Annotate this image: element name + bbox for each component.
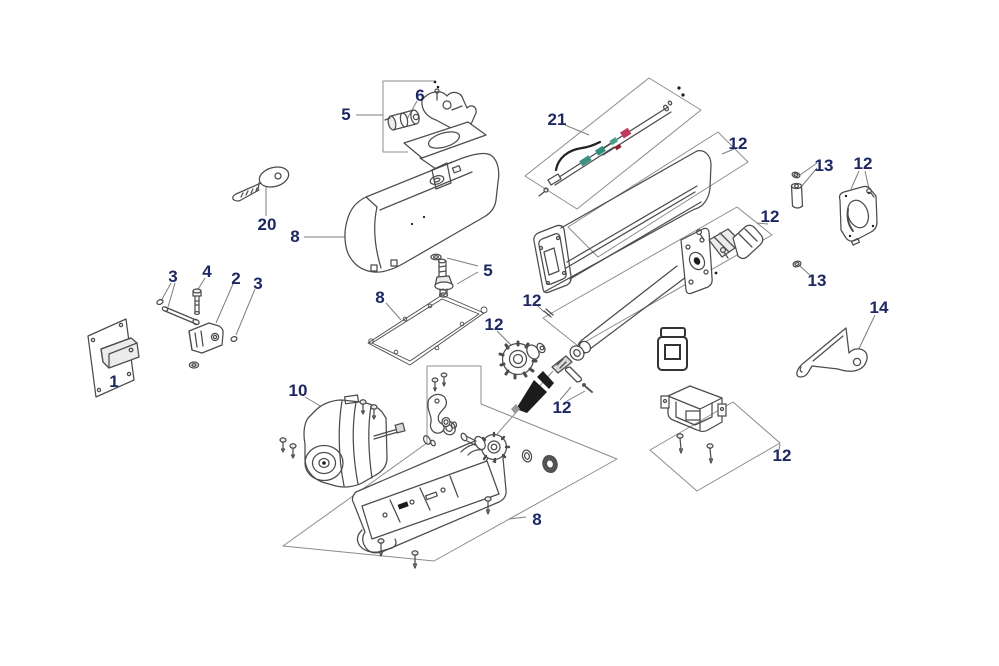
callout-3a: 3 [168,267,177,286]
callout-3b: 3 [253,274,262,293]
callout-12g: 12 [773,446,792,465]
housing-cover-part-8 [344,152,500,273]
o-ring-and-bearing [521,449,558,474]
extrusion-tube-part-12 [533,150,712,294]
release-lever-and-screws [427,372,458,434]
callout-1: 1 [109,372,118,391]
callout-13a: 13 [815,156,834,175]
group-panel-21 [524,77,702,210]
small-pin-part-12 [543,308,554,318]
callout-6: 6 [415,86,424,105]
callout-12a: 12 [729,134,748,153]
callout-8a: 8 [290,227,299,246]
pin-part-13 [790,171,804,209]
grouping-outlines [282,77,781,562]
wall-bracket-part-1 [87,318,140,398]
rear-mount-bracket-part-12 [660,385,727,464]
motor-screws [279,399,378,459]
motor-part-10 [279,394,406,488]
group-panel-screw-12 [542,206,773,347]
grease-jar [657,327,688,371]
clevis-group-parts-2-3-4 [156,288,238,369]
curved-arm-part-14 [796,327,868,378]
o-ring-part-13 [792,260,802,268]
grease-tube-cone [511,371,554,414]
callout-20: 20 [258,215,277,234]
callout-12f: 12 [553,398,572,417]
release-pin-part-5 [430,253,454,298]
end-plate-part-12 [838,185,878,246]
callout-8c: 8 [532,510,541,529]
screw-drive-assembly-part-12 [551,224,764,374]
callout-8b: 8 [375,288,384,307]
callout-13b: 13 [808,271,827,290]
gasket-part-8 [367,288,488,366]
callout-5a: 5 [341,105,350,124]
callout-12e: 12 [485,315,504,334]
release-key-part-20 [232,166,290,202]
group-outline-base-8 [282,365,618,562]
group-bracket-5 [382,80,436,153]
tray-screws [377,496,492,569]
callout-10: 10 [289,381,308,400]
callout-14: 14 [870,298,889,317]
pin-and-screw-part-12 [564,366,593,393]
leader-lines [98,100,876,520]
base-tray-part-8 [351,420,511,554]
callout-12c: 12 [761,207,780,226]
callout-12b: 12 [854,154,873,173]
group-panel-bracket-12 [649,401,781,492]
callout-labels: 1 2 3 3 4 5 5 6 8 8 8 10 12 12 12 12 12 … [109,86,889,529]
limit-switch-harness-part-21 [538,86,685,197]
callout-21: 21 [548,110,567,129]
drive-gear-part-12 [498,340,546,380]
group-panel-tube-12 [567,131,749,258]
callout-12d: 12 [523,291,542,310]
callout-4: 4 [202,262,212,281]
callout-2: 2 [231,269,240,288]
callout-5b: 5 [483,261,492,280]
